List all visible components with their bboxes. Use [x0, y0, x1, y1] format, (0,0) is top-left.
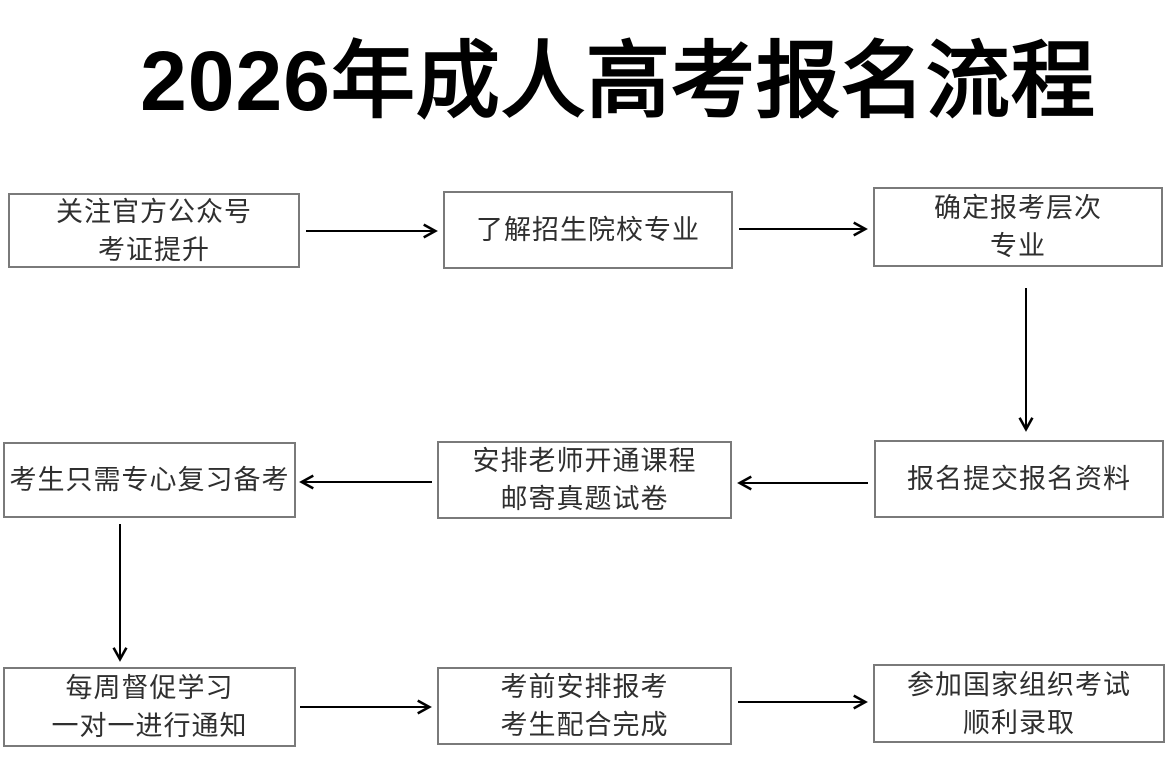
flow-node-step7: 每周督促学习 一对一进行通知 — [3, 667, 296, 747]
node-text-line: 考证提升 — [98, 234, 210, 265]
node-text-line: 每周督促学习 — [65, 673, 234, 703]
node-text-line: 邮寄真题试卷 — [500, 484, 669, 514]
node-text-line: 专业 — [990, 231, 1046, 261]
flow-node-step1: 关注官方公众号 考证提升 — [8, 193, 300, 268]
flow-node-step2: 了解招生院校专业 — [443, 191, 733, 269]
node-text-line: 了解招生院校专业 — [476, 215, 700, 245]
node-text-line: 考前安排报考 — [500, 672, 669, 702]
node-text-line: 安排老师开通课程 — [472, 446, 697, 476]
node-text-line: 一对一进行通知 — [51, 711, 248, 741]
flow-node-step6: 报名提交报名资料 — [874, 440, 1164, 518]
flow-node-step9: 参加国家组织考试 顺利录取 — [873, 664, 1165, 743]
flow-node-step4: 考生只需专心复习备考 — [3, 442, 296, 518]
node-text-line: 考生配合完成 — [500, 710, 669, 740]
node-text-line: 报名提交报名资料 — [907, 464, 1131, 494]
node-text-line: 关注官方公众号 — [56, 196, 252, 227]
flow-node-step8: 考前安排报考 考生配合完成 — [437, 667, 732, 745]
flow-node-step5: 安排老师开通课程 邮寄真题试卷 — [437, 441, 732, 519]
node-text-line: 参加国家组织考试 — [907, 669, 1131, 700]
node-text-line: 确定报考层次 — [934, 193, 1102, 223]
flow-node-step3: 确定报考层次 专业 — [873, 187, 1163, 267]
node-text-line: 顺利录取 — [963, 707, 1075, 738]
node-text-line: 考生只需专心复习备考 — [9, 465, 290, 495]
page-title: 2026年成人高考报名流程 — [140, 34, 1096, 128]
